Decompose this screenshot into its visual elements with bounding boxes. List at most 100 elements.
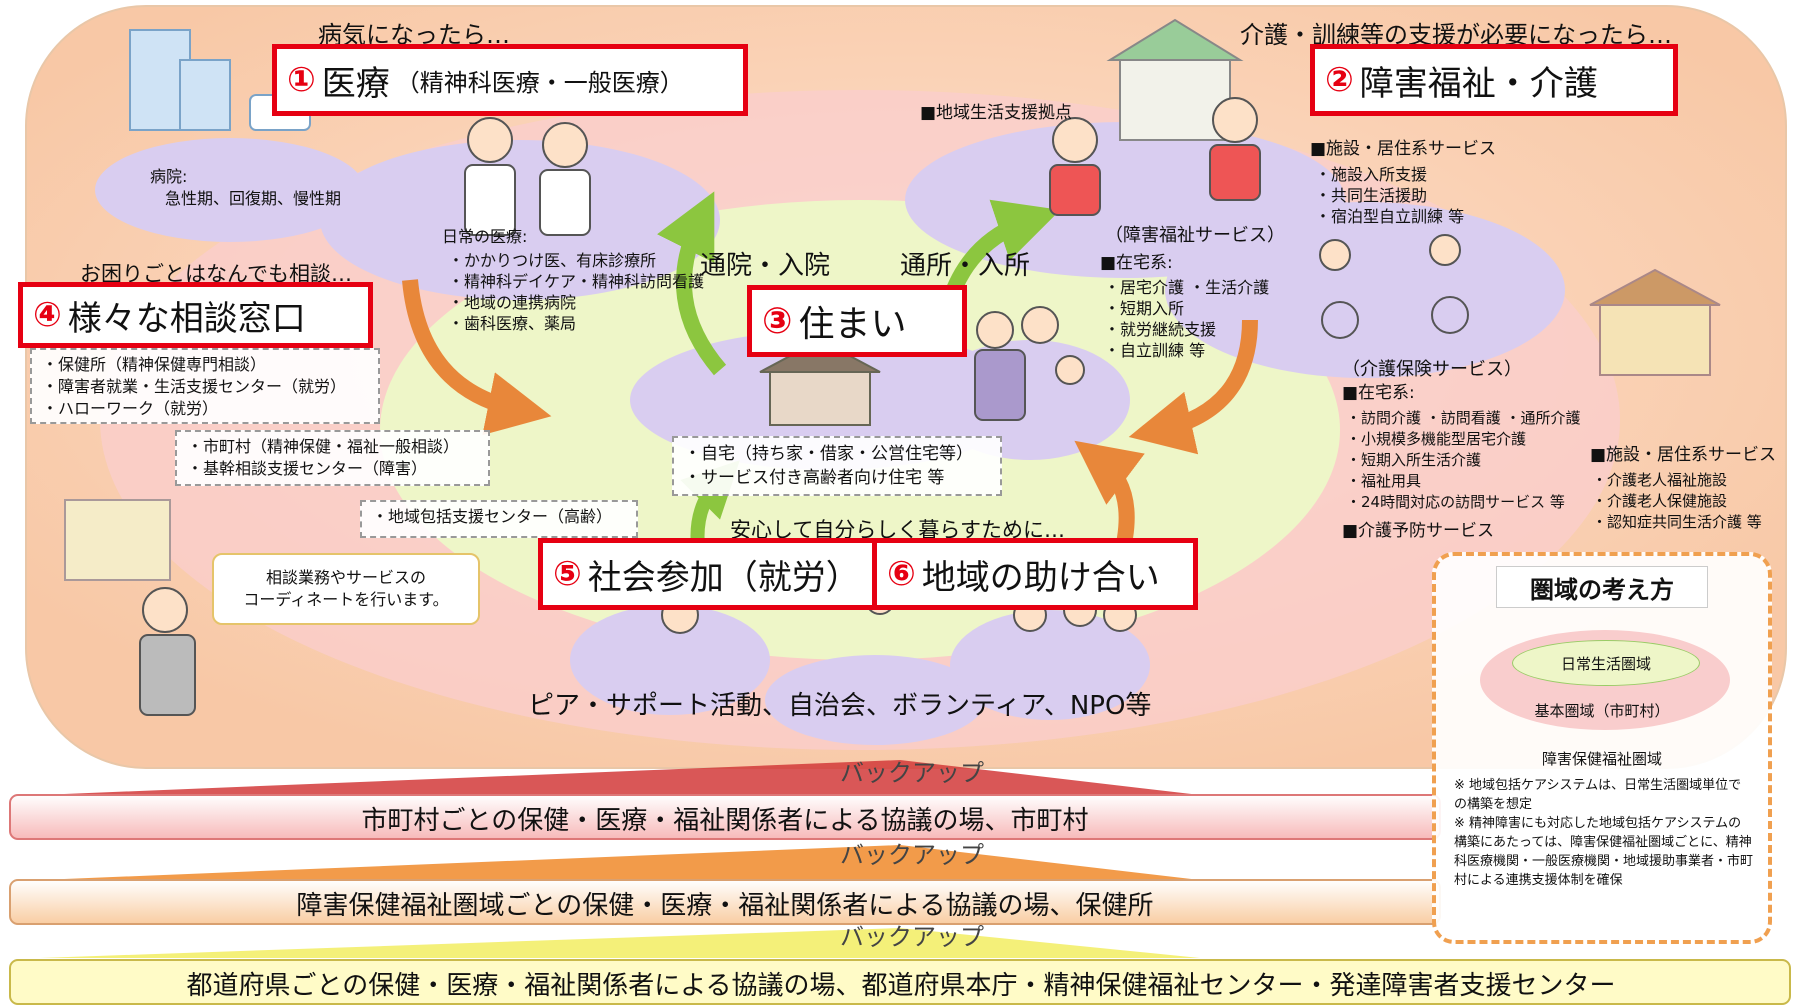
care-home-item: ・小規模多機能型居宅介護 (1346, 430, 1527, 448)
area-concept-panel: 圏域の考え方 日常生活圏域 基本圏域（市町村） 障害保健福祉圏域 ※ 地域包括ケ… (1432, 552, 1772, 944)
basic-area-label: 基本圏域（市町村） (1534, 702, 1670, 720)
box-welfare: ② 障害福祉・介護 (1310, 44, 1678, 116)
arrow-medical-to-consult (402, 279, 552, 436)
box-housing: ③ 住まい (747, 285, 967, 357)
consult-item: ・市町村（精神保健・福祉一般相談） (187, 437, 460, 456)
label-hospital-visit: 通院・入院 (700, 251, 831, 281)
community-line: ピア・サポート活動、自治会、ボランティア、NPO等 (528, 691, 1152, 721)
area-concept-title: 圏域の考え方 (1496, 566, 1708, 608)
support-hub-building-icon (1106, 18, 1244, 141)
support-hub-label: ■地域生活支援拠点 (920, 103, 1073, 123)
disability-home-title: ■在宅系: (1100, 253, 1173, 273)
daily-care-item: ・歯科医療、薬局 (448, 314, 577, 333)
housing-item: ・自宅（持ち家・借家・公営住宅等） (684, 444, 973, 464)
disability-facility-list: ・施設入所支援 ・共同生活援助 ・宿泊型自立訓練 等 (1315, 164, 1464, 227)
care-facility-list: ・介護老人福祉施設 ・介護老人保健施設 ・認知症共同生活介護 等 (1592, 470, 1762, 533)
consult-item: ・ハローワーク（就労） (42, 399, 219, 418)
care-home-item: ・福祉用具 (1346, 472, 1422, 490)
hospital-ellipse (95, 138, 365, 242)
backup-label-1: バックアップ (840, 759, 984, 787)
backup-triangle-3 (40, 928, 1200, 958)
hospital-icon (129, 29, 311, 131)
disability-service-label: （障害福祉サービス） (1105, 225, 1285, 246)
box-consult: ④ 様々な相談窓口 (18, 282, 373, 348)
peer-ellipse (570, 605, 770, 715)
disability-area-label: 障害保健福祉圏域 (1541, 750, 1662, 768)
band-municipal: 市町村ごとの保健・医療・福祉関係者による協議の場、市町村 (361, 805, 1089, 836)
housing-list: ・自宅（持ち家・借家・公営住宅等） ・サービス付き高齢者向け住宅 等 (672, 436, 1002, 496)
consult-item: ・保健所（精神保健専門相談） (42, 355, 267, 374)
box-housing-num: ③ (762, 300, 793, 342)
disability-facility-item: ・共同生活援助 (1315, 186, 1428, 205)
council-ellipse (765, 655, 985, 745)
box-welfare-title: 障害福祉・介護 (1359, 63, 1598, 104)
wheelchair-icon (1319, 234, 1469, 339)
disability-home-item: ・短期入所 (1104, 299, 1185, 318)
disability-facility-item: ・宿泊型自立訓練 等 (1315, 207, 1465, 226)
box-medical-title: 医療 (321, 63, 390, 104)
box-welfare-num: ② (1325, 60, 1354, 100)
band-prefecture-bg (9, 959, 1791, 1005)
coordinator-line: コーディネートを行います。 (243, 590, 449, 609)
consult-item: ・地域包括支援センター（高齢） (372, 507, 613, 526)
area-note: ※ 精神障害にも対応した地域包括ケアシステムの構築にあたっては、障害保健福祉圏域… (1454, 816, 1754, 888)
area-concept-notes: ※ 地域包括ケアシステムは、日常生活圏域単位での構築を想定 ※ 精神障害にも対応… (1454, 776, 1754, 890)
disability-home-item: ・居宅介護 ・生活介護 (1104, 278, 1270, 297)
care-home-item: ・短期入所生活介護 (1346, 451, 1482, 469)
consult-list-1: ・保健所（精神保健専門相談） ・障害者就業・生活支援センター（就労） ・ハローワ… (30, 348, 380, 424)
care-home-list: ・訪問介護 ・訪問看護 ・通所介護 ・小規模多機能型居宅介護 ・短期入所生活介護… (1346, 408, 1581, 513)
family-icon (974, 306, 1085, 421)
box-social: ⑤ 社会参加（就労） (538, 538, 878, 610)
daily-care-item: ・地域の連携病院 (448, 293, 577, 312)
daily-care-item: ・かかりつけ医、有床診療所 (448, 251, 657, 270)
box-social-num: ⑤ (553, 554, 582, 594)
consult-item: ・基幹相談支援センター（障害） (187, 459, 428, 478)
hospital-title: 病院: (150, 167, 188, 186)
care-insurance-title: （介護保険サービス） (1342, 359, 1522, 380)
doctor-nurse-icon (464, 117, 591, 236)
care-facility-item: ・認知症共同生活介護 等 (1592, 513, 1762, 531)
box-housing-title: 住まい (798, 304, 907, 345)
box-consult-num: ④ (33, 295, 62, 335)
hospital-text: 急性期、回復期、慢性期 (165, 189, 342, 208)
box-community-title: 地域の助け合い (921, 557, 1160, 598)
arrow-housing-to-medical (657, 191, 727, 376)
care-facility-title: ■施設・居住系サービス (1590, 445, 1777, 465)
backup-label-2: バックアップ (840, 841, 984, 869)
box-medical: ① 医療 （精神科医療・一般医療） (272, 44, 748, 116)
disability-home-item: ・就労継続支援 (1104, 320, 1217, 339)
box-community-num: ⑥ (887, 554, 916, 594)
box-community: ⑥ 地域の助け合い (872, 538, 1198, 610)
daily-area-label: 日常生活圏域 (1512, 640, 1700, 686)
band-area: 障害保健福祉圏域ごとの保健・医療・福祉関係者による協議の場、保健所 (296, 890, 1154, 921)
box-consult-title: 様々な相談窓口 (67, 298, 306, 339)
care-facility-building-icon (1589, 268, 1721, 376)
care-home-item: ・訪問介護 ・訪問看護 ・通所介護 (1346, 409, 1581, 427)
label-facility-visit: 通所・入所 (900, 251, 1031, 281)
care-home-title: ■在宅系: (1342, 383, 1415, 403)
daily-care-title: 日常の医療: (442, 227, 528, 246)
care-facility-item: ・介護老人福祉施設 (1592, 471, 1728, 489)
daily-care-list: ・かかりつけ医、有床診療所 ・精神科デイケア・精神科訪問看護 ・地域の連携病院 … (448, 250, 704, 334)
consult-list-3: ・地域包括支援センター（高齢） (360, 500, 638, 538)
arrow-welfare-to-housing (1128, 319, 1258, 455)
daily-care-item: ・精神科デイケア・精神科訪問看護 (448, 272, 705, 291)
care-facility-item: ・介護老人保健施設 (1592, 492, 1728, 510)
consult-item: ・障害者就業・生活支援センター（就労） (42, 377, 347, 396)
box-social-title: 社会参加（就労） (587, 557, 860, 598)
staff-icon (1049, 97, 1261, 216)
box-medical-num: ① (287, 60, 316, 100)
disability-home-list: ・居宅介護 ・生活介護 ・短期入所 ・就労継続支援 ・自立訓練 等 (1104, 277, 1269, 361)
backup-label-3: バックアップ (840, 923, 984, 951)
coordinator-person-icon (139, 587, 196, 716)
office-building-icon (64, 499, 171, 581)
disability-facility-title: ■施設・居住系サービス (1310, 139, 1497, 159)
backup-triangle-1 (40, 760, 1200, 795)
care-home-item: ・24時間対応の訪問サービス 等 (1346, 493, 1565, 511)
housing-item: ・サービス付き高齢者向け住宅 等 (684, 468, 945, 488)
care-prevention: ■介護予防サービス (1342, 521, 1495, 541)
coordinator-line: 相談業務やサービスの (265, 568, 426, 587)
disability-home-item: ・自立訓練 等 (1104, 341, 1206, 360)
consult-list-2: ・市町村（精神保健・福祉一般相談） ・基幹相談支援センター（障害） (175, 430, 490, 486)
